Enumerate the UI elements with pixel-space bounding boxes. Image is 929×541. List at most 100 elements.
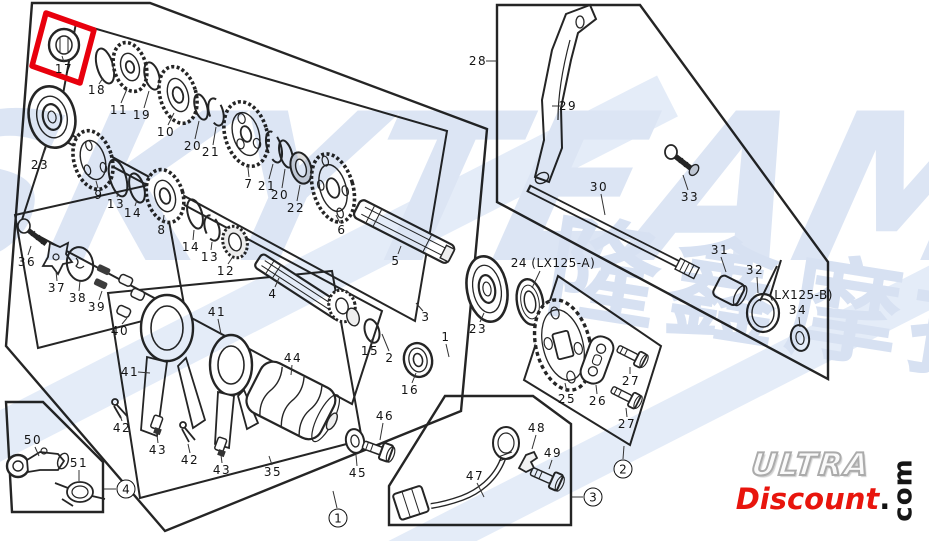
leader-line [595,384,598,395]
part-label-23: 23 [468,322,488,336]
part-label-25: 25 [557,392,577,406]
part-label-51: 51 [69,456,89,470]
leader-line [167,112,175,126]
leader-line [212,126,217,146]
leader-line [379,422,384,441]
logo-ultra-text: ULTRA [749,446,874,484]
leader-line [445,343,450,358]
leader-line [381,333,390,352]
ultradiscount-logo: ULTRA Discount. com [733,446,923,533]
leader-line [194,120,200,140]
leader-line [143,90,150,109]
leader-line [411,372,417,384]
part-label-5: 5 [391,254,401,268]
leader-line [290,364,293,376]
leader-line [531,434,537,450]
part-label-3: 3 [421,310,431,324]
leader-line [120,88,128,104]
part-label-27: 27 [621,374,641,388]
leader-line [274,277,280,288]
logo-discount-text: Discount. [735,482,891,516]
leader-line [281,168,286,189]
leader-line [247,167,250,178]
part-label-7: 7 [244,177,254,191]
part-label-9: 9 [94,188,104,202]
part-label-31: 31 [710,243,730,257]
leader-line [55,270,58,282]
leader-line [720,256,727,273]
leader-line [355,454,358,467]
leader-line [34,446,40,457]
leader-line [78,280,81,292]
leader-line [162,214,165,224]
leader-line [192,229,195,241]
part-label-20: 20 [270,188,290,202]
part-label-28: 28 [468,54,488,68]
part-label-lx125-b: (LX125-B) [769,288,833,302]
leader-line [625,407,628,418]
leader-line [137,371,151,374]
part-label-45: 45 [348,466,368,480]
leader-line [600,193,606,216]
part-label-18: 18 [87,83,107,97]
leader-line [41,147,47,159]
leader-line [476,482,485,498]
assembly-label-circled-2: 2 [613,459,633,479]
part-label-38: 38 [68,291,88,305]
part-label-30: 30 [589,180,609,194]
part-label-46: 46 [375,409,395,423]
part-label-42: 42 [112,421,132,435]
part-label-12: 12 [216,264,236,278]
part-label-21: 21 [201,145,221,159]
leader-line [187,443,191,454]
part-label-4: 4 [268,287,278,301]
part-label-22: 22 [286,201,306,215]
leader-line [397,245,402,255]
part-label-44: 44 [283,351,303,365]
part-label-29: 29 [558,99,578,113]
leader-line [479,312,485,323]
leader-line [296,184,301,202]
part-label-14: 14 [123,206,143,220]
part-label-14: 14 [181,240,201,254]
part-label-10: 10 [156,125,176,139]
part-label-40: 40 [110,324,130,338]
part-label-41: 41 [120,365,140,379]
part-label-48: 48 [527,421,547,435]
leader-line [217,318,222,335]
leader-line [548,459,553,470]
leader-line [335,214,341,224]
leader-line [268,455,273,466]
part-label-32: 32 [745,263,765,277]
assembly-label-circled-1: 1 [328,508,348,528]
part-label-49: 49 [543,446,563,460]
leader-line [798,316,801,328]
part-label-17: 17 [54,62,74,76]
part-label-35: 35 [263,465,283,479]
part-label-37: 37 [47,281,67,295]
leader-line [756,276,759,294]
leader-line [531,270,541,289]
leader-line [268,163,274,180]
part-label-15: 15 [360,344,380,358]
part-label-36: 36 [17,255,37,269]
leader-line [682,174,689,191]
part-label-1: 1 [441,330,451,344]
part-label-11: 11 [109,103,129,117]
part-label-26: 26 [588,394,608,408]
part-label-43: 43 [148,443,168,457]
part-label-20: 20 [183,139,203,153]
leader-line [210,241,213,251]
part-label-50: 50 [23,433,43,447]
part-label-13: 13 [200,250,220,264]
part-label-23: 23 [30,158,50,172]
part-label-33: 33 [680,190,700,204]
part-label-2: 2 [385,351,395,365]
leader-line [564,382,568,393]
leader-line [220,454,223,464]
leader-line [95,180,99,189]
part-label-39: 39 [87,300,107,314]
part-label-8: 8 [157,223,167,237]
leader-line [622,445,625,460]
